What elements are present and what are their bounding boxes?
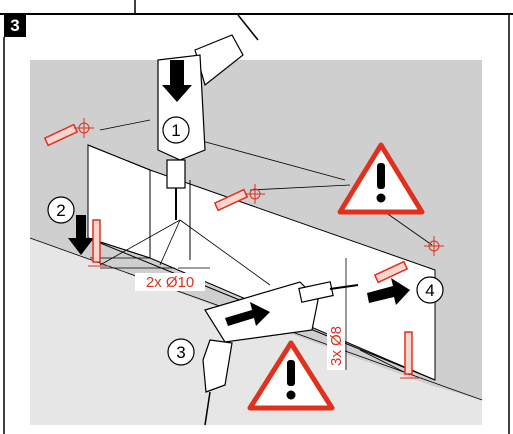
down-arrow-icon xyxy=(162,60,192,102)
callout-1: 1 xyxy=(162,116,190,144)
dimension-holes-label: 2x Ø10 xyxy=(146,274,194,291)
callout-4: 4 xyxy=(416,276,444,304)
step-number-badge: 3 xyxy=(4,15,26,37)
screw-icon xyxy=(92,219,101,263)
svg-text:2: 2 xyxy=(56,201,65,220)
drill-bottom-icon xyxy=(202,281,359,426)
dimension-holes-bg xyxy=(135,273,205,291)
right-arrow-icon xyxy=(367,278,410,305)
svg-text:3: 3 xyxy=(176,343,185,362)
anchor-icon xyxy=(213,188,249,212)
wall-anchors xyxy=(43,123,413,375)
down-arrow-icon xyxy=(68,215,94,255)
drill-point-markers xyxy=(74,118,444,379)
screw-icon xyxy=(404,331,413,375)
dimension-lines xyxy=(100,258,347,370)
svg-text:4: 4 xyxy=(425,281,434,300)
warning-triangle-icon xyxy=(247,340,335,411)
anchor-icon xyxy=(373,260,409,284)
dimension-side-bg xyxy=(327,318,345,370)
dimension-side-label: 3x Ø8 xyxy=(328,326,345,366)
leader-lines xyxy=(99,119,433,376)
callout-2: 2 xyxy=(47,196,75,224)
svg-text:1: 1 xyxy=(171,121,180,140)
callout-3: 3 xyxy=(167,338,195,366)
right-arrow-icon xyxy=(225,302,270,326)
warning-triangle-icon xyxy=(337,142,425,215)
